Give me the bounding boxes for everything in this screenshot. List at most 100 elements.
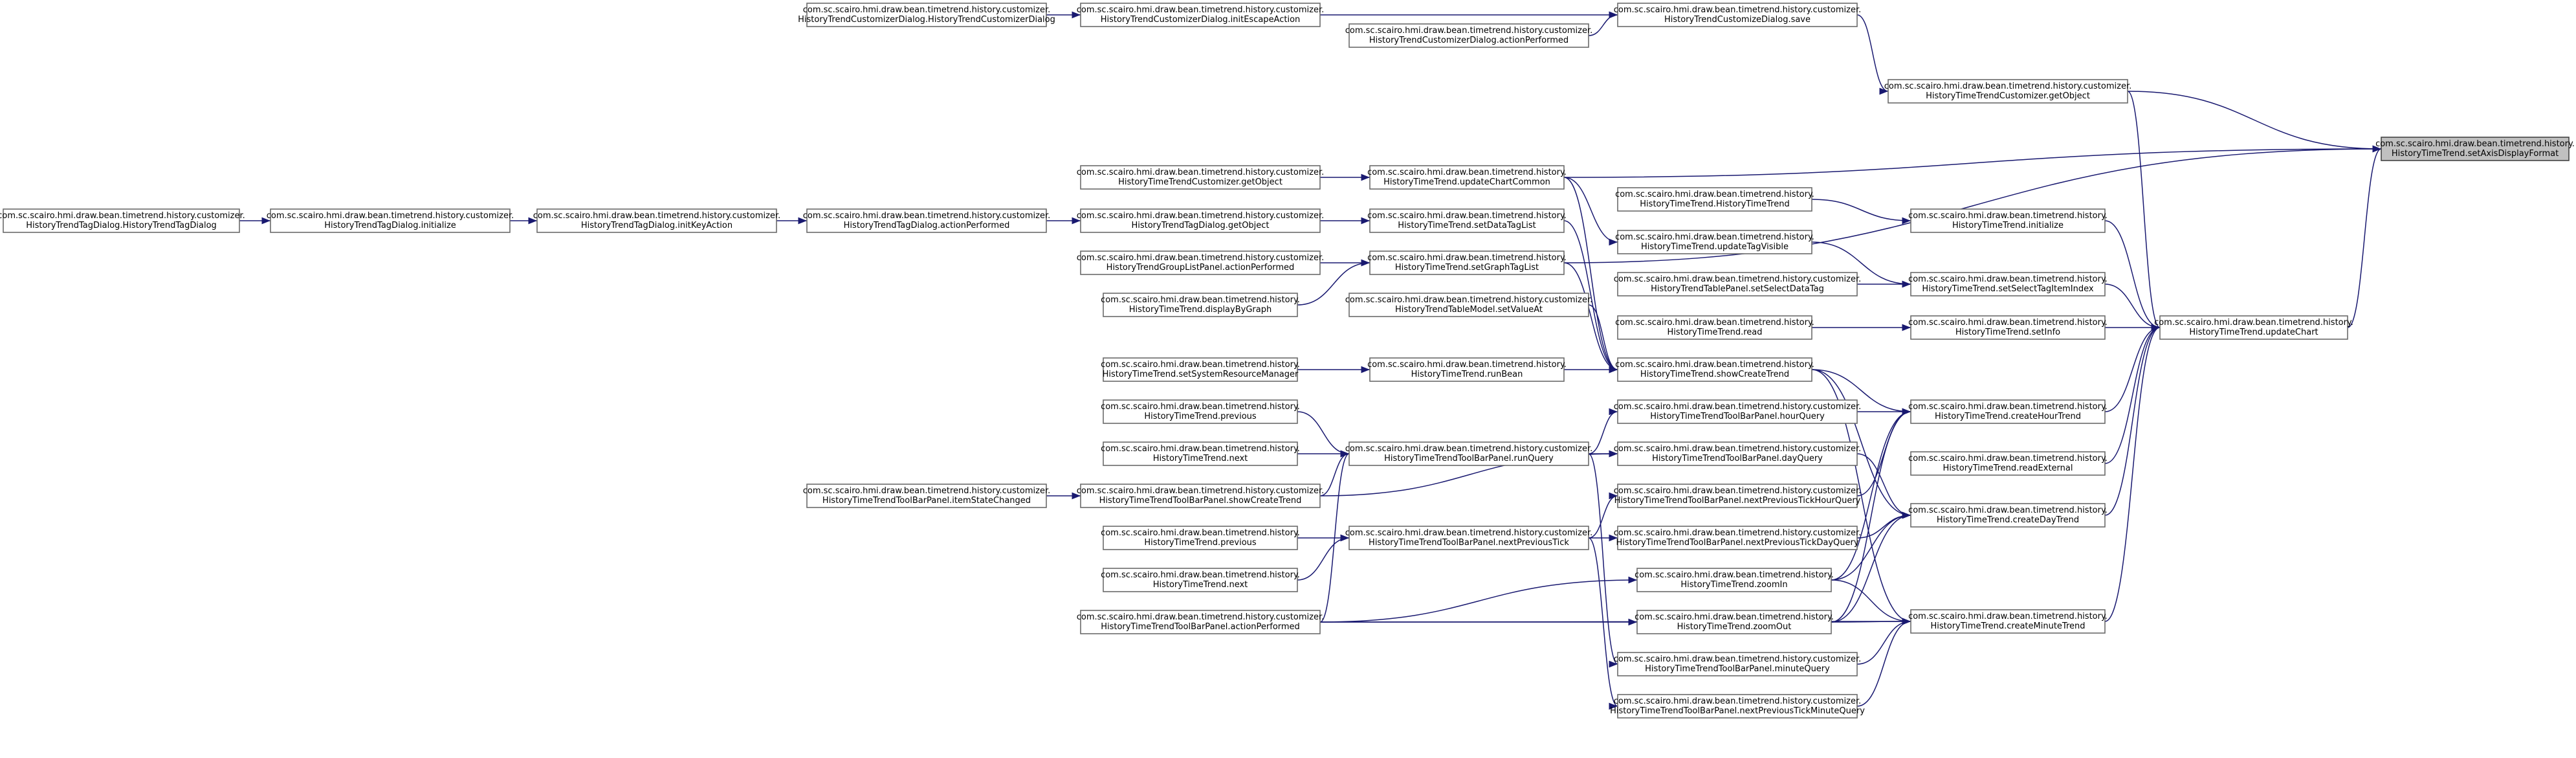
node-box (1910, 503, 2106, 528)
node-label-line2: HistoryTimeTrendToolBarPanel.nextPreviou… (1369, 538, 1569, 548)
node-tagDlgAction[interactable]: com.sc.scairo.hmi.draw.bean.timetrend.hi… (803, 208, 1050, 233)
node-zoomOut[interactable]: com.sc.scairo.hmi.draw.bean.timetrend.hi… (1635, 610, 1834, 634)
node-tbNPTHour[interactable]: com.sc.scairo.hmi.draw.bean.timetrend.hi… (1614, 484, 1861, 508)
node-label-line2: HistoryTimeTrend.setSelectTagItemIndex (1922, 284, 2093, 294)
node-label-line2: HistoryTimeTrend.runBean (1411, 370, 1523, 379)
node-dlgEscape[interactable]: com.sc.scairo.hmi.draw.bean.timetrend.hi… (1077, 3, 1324, 27)
node-label-line2: HistoryTimeTrendToolBarPanel.showCreateT… (1099, 496, 1302, 506)
node-dlgAction[interactable]: com.sc.scairo.hmi.draw.bean.timetrend.hi… (1345, 23, 1592, 48)
edge-updTagVisible-to-selTagIdx (1811, 241, 1911, 288)
node-label-line2: HistoryTimeTrend.updateTagVisible (1641, 242, 1789, 252)
node-label-line1: com.sc.scairo.hmi.draw.bean.timetrend.hi… (1077, 253, 1324, 263)
node-tcGetObject2[interactable]: com.sc.scairo.hmi.draw.bean.timetrend.hi… (1077, 165, 1324, 190)
node-label-line2: HistoryTimeTrendCustomizer.getObject (1118, 177, 1282, 187)
node-label-line1: com.sc.scairo.hmi.draw.bean.timetrend.hi… (1101, 360, 1300, 370)
node-tblSelData[interactable]: com.sc.scairo.hmi.draw.bean.timetrend.hi… (1614, 272, 1861, 296)
node-tbNPTDay[interactable]: com.sc.scairo.hmi.draw.bean.timetrend.hi… (1614, 526, 1861, 550)
node-selTagIdx[interactable]: com.sc.scairo.hmi.draw.bean.timetrend.hi… (1908, 272, 2108, 296)
node-label-line1: com.sc.scairo.hmi.draw.bean.timetrend.hi… (1614, 274, 1861, 284)
node-label-line1: com.sc.scairo.hmi.draw.bean.timetrend.hi… (1077, 612, 1324, 622)
node-readExternal[interactable]: com.sc.scairo.hmi.draw.bean.timetrend.hi… (1908, 451, 2108, 476)
node-tbRunQuery[interactable]: com.sc.scairo.hmi.draw.bean.timetrend.hi… (1345, 441, 1592, 466)
node-box (536, 208, 777, 233)
node-tbShowCreate[interactable]: com.sc.scairo.hmi.draw.bean.timetrend.hi… (1077, 484, 1324, 508)
node-label-line1: com.sc.scairo.hmi.draw.bean.timetrend.hi… (267, 211, 514, 221)
node-setDataTagList[interactable]: com.sc.scairo.hmi.draw.bean.timetrend.hi… (1367, 208, 1567, 233)
node-groupListAction[interactable]: com.sc.scairo.hmi.draw.bean.timetrend.hi… (1077, 251, 1324, 275)
node-label-line1: com.sc.scairo.hmi.draw.bean.timetrend.hi… (1908, 454, 2108, 463)
node-label-line1: com.sc.scairo.hmi.draw.bean.timetrend.hi… (533, 211, 780, 221)
edge-createHour-to-updateChart (2104, 324, 2161, 412)
node-createHour[interactable]: com.sc.scairo.hmi.draw.bean.timetrend.hi… (1908, 399, 2108, 424)
node-label-line2: HistoryTrendCustomizerDialog.initEscapeA… (1101, 15, 1301, 25)
node-label-line1: com.sc.scairo.hmi.draw.bean.timetrend.hi… (2154, 318, 2353, 328)
node-label-line2: HistoryTimeTrendCustomizer.getObject (1926, 91, 2090, 101)
node-setSysRes[interactable]: com.sc.scairo.hmi.draw.bean.timetrend.hi… (1101, 357, 1300, 382)
node-tbActionPerformed[interactable]: com.sc.scairo.hmi.draw.bean.timetrend.hi… (1077, 610, 1324, 634)
node-label-line2: HistoryTimeTrend.next (1153, 580, 1248, 590)
node-label-line2: HistoryTimeTrend.updateChartCommon (1383, 177, 1550, 187)
node-previous1[interactable]: com.sc.scairo.hmi.draw.bean.timetrend.hi… (1101, 399, 1300, 424)
node-label-line2: HistoryTimeTrend.createHourTrend (1935, 412, 2081, 421)
edge-tcGetObject-to-root (2127, 91, 2382, 153)
node-previous2[interactable]: com.sc.scairo.hmi.draw.bean.timetrend.hi… (1101, 526, 1300, 550)
node-label-line1: com.sc.scairo.hmi.draw.bean.timetrend.hi… (0, 211, 245, 221)
node-next1[interactable]: com.sc.scairo.hmi.draw.bean.timetrend.hi… (1101, 441, 1300, 466)
node-box (1617, 484, 1858, 508)
edge-dlgAction-to-dlgSave (1588, 11, 1618, 36)
node-displayByGraph[interactable]: com.sc.scairo.hmi.draw.bean.timetrend.hi… (1101, 293, 1300, 317)
node-label-line2: HistoryTimeTrend.previous (1144, 538, 1257, 548)
node-box (1080, 3, 1321, 27)
node-createMinute[interactable]: com.sc.scairo.hmi.draw.bean.timetrend.hi… (1908, 609, 2108, 634)
edge-setDataTagList-to-showCreate (1563, 220, 1618, 373)
node-initialize[interactable]: com.sc.scairo.hmi.draw.bean.timetrend.hi… (1908, 208, 2108, 233)
node-dlgSave[interactable]: com.sc.scairo.hmi.draw.bean.timetrend.hi… (1614, 3, 1861, 27)
node-updateChart[interactable]: com.sc.scairo.hmi.draw.bean.timetrend.hi… (2154, 315, 2353, 340)
node-tblModelSetValue[interactable]: com.sc.scairo.hmi.draw.bean.timetrend.hi… (1345, 293, 1592, 317)
node-box (1617, 3, 1858, 27)
node-tagDlgInitKey[interactable]: com.sc.scairo.hmi.draw.bean.timetrend.hi… (533, 208, 780, 233)
node-tbItemState[interactable]: com.sc.scairo.hmi.draw.bean.timetrend.hi… (803, 484, 1050, 508)
node-tbDayQuery[interactable]: com.sc.scairo.hmi.draw.bean.timetrend.hi… (1614, 441, 1861, 466)
node-label-line1: com.sc.scairo.hmi.draw.bean.timetrend.hi… (1101, 444, 1300, 454)
node-updChartCommon[interactable]: com.sc.scairo.hmi.draw.bean.timetrend.hi… (1367, 165, 1567, 190)
node-tcGetObject[interactable]: com.sc.scairo.hmi.draw.bean.timetrend.hi… (1884, 79, 2131, 104)
node-tbMinuteQuery[interactable]: com.sc.scairo.hmi.draw.bean.timetrend.hi… (1614, 652, 1861, 676)
node-box (270, 208, 511, 233)
node-label-line2: HistoryTrendCustomizerDialog.HistoryTren… (798, 15, 1055, 25)
node-box (1910, 451, 2106, 476)
node-setGraphTagList[interactable]: com.sc.scairo.hmi.draw.bean.timetrend.hi… (1367, 251, 1567, 275)
node-label-line2: HistoryTrendTableModel.setValueAt (1395, 305, 1543, 315)
node-runBean[interactable]: com.sc.scairo.hmi.draw.bean.timetrend.hi… (1367, 357, 1567, 382)
node-tagDlgGetObject[interactable]: com.sc.scairo.hmi.draw.bean.timetrend.hi… (1077, 208, 1324, 233)
node-ctorHTT[interactable]: com.sc.scairo.hmi.draw.bean.timetrend.hi… (1615, 187, 1814, 212)
node-zoomIn[interactable]: com.sc.scairo.hmi.draw.bean.timetrend.hi… (1635, 568, 1834, 592)
node-label-line1: com.sc.scairo.hmi.draw.bean.timetrend.hi… (1367, 360, 1567, 370)
node-showCreate[interactable]: com.sc.scairo.hmi.draw.bean.timetrend.hi… (1615, 357, 1814, 382)
node-box (1910, 272, 2106, 296)
node-read[interactable]: com.sc.scairo.hmi.draw.bean.timetrend.hi… (1615, 315, 1814, 340)
node-box (806, 484, 1047, 508)
node-tagDlgCtor[interactable]: com.sc.scairo.hmi.draw.bean.timetrend.hi… (0, 208, 245, 233)
node-label-line1: com.sc.scairo.hmi.draw.bean.timetrend.hi… (1635, 612, 1834, 622)
node-tagDlgInitialize[interactable]: com.sc.scairo.hmi.draw.bean.timetrend.hi… (267, 208, 514, 233)
node-label-line1: com.sc.scairo.hmi.draw.bean.timetrend.hi… (1077, 211, 1324, 221)
node-dlgCtor[interactable]: com.sc.scairo.hmi.draw.bean.timetrend.hi… (798, 3, 1055, 27)
node-root[interactable]: com.sc.scairo.hmi.draw.bean.timetrend.hi… (2375, 137, 2575, 161)
node-createDay[interactable]: com.sc.scairo.hmi.draw.bean.timetrend.hi… (1908, 503, 2108, 528)
node-label-line1: com.sc.scairo.hmi.draw.bean.timetrend.hi… (1345, 528, 1592, 538)
node-tbNPTMinute[interactable]: com.sc.scairo.hmi.draw.bean.timetrend.hi… (1610, 694, 1865, 719)
node-box (1888, 79, 2128, 104)
node-label-line1: com.sc.scairo.hmi.draw.bean.timetrend.hi… (1101, 402, 1300, 412)
node-label-line1: com.sc.scairo.hmi.draw.bean.timetrend.hi… (1614, 486, 1861, 496)
node-label-line1: com.sc.scairo.hmi.draw.bean.timetrend.hi… (1101, 295, 1300, 305)
node-tbNextPrevTick[interactable]: com.sc.scairo.hmi.draw.bean.timetrend.hi… (1345, 526, 1592, 550)
node-label-line1: com.sc.scairo.hmi.draw.bean.timetrend.hi… (803, 211, 1050, 221)
edge-tbNPTMinute-to-createMinute (1856, 618, 1911, 707)
node-setInfo[interactable]: com.sc.scairo.hmi.draw.bean.timetrend.hi… (1908, 315, 2108, 340)
node-box (1617, 441, 1858, 466)
node-updTagVisible[interactable]: com.sc.scairo.hmi.draw.bean.timetrend.hi… (1615, 230, 1814, 254)
node-next2[interactable]: com.sc.scairo.hmi.draw.bean.timetrend.hi… (1101, 568, 1300, 592)
edge-showCreate-to-createMinute (1811, 369, 1911, 625)
node-tbHourQuery[interactable]: com.sc.scairo.hmi.draw.bean.timetrend.hi… (1614, 399, 1861, 424)
